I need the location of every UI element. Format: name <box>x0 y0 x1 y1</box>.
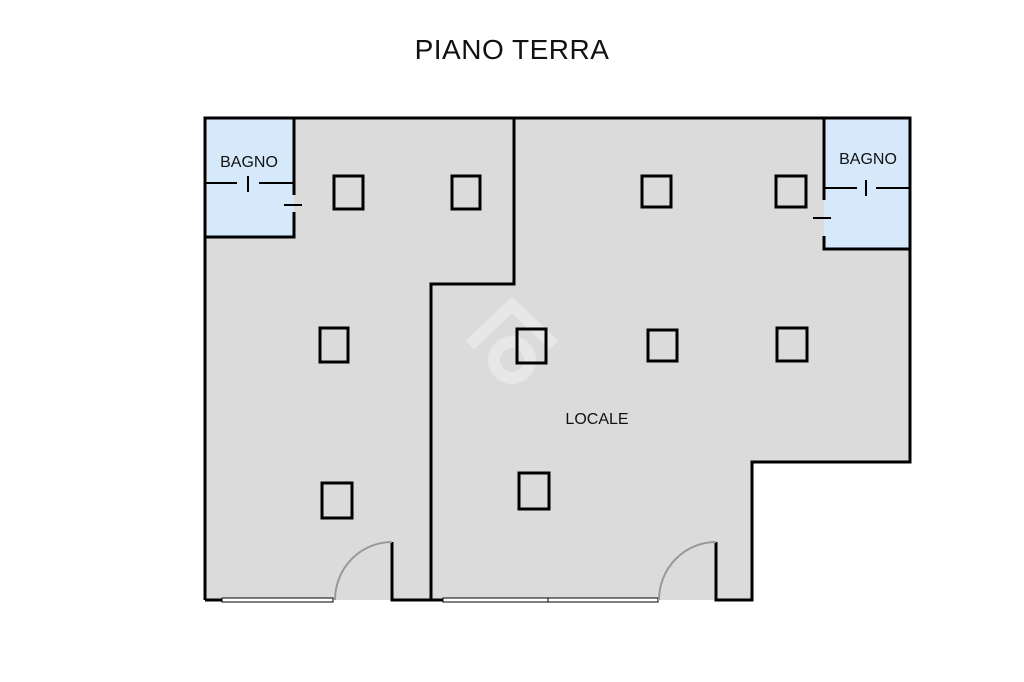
column <box>332 174 365 211</box>
column <box>774 174 808 209</box>
bathroom-left <box>205 118 294 237</box>
floor-area <box>205 118 910 600</box>
column <box>646 328 679 363</box>
column <box>450 174 482 211</box>
column <box>318 326 350 364</box>
column <box>515 327 548 365</box>
room-label-locale: LOCALE <box>565 411 628 428</box>
window <box>221 597 334 603</box>
door-swing <box>658 541 717 601</box>
window <box>442 597 549 603</box>
room-label-bagno-left: BAGNO <box>220 154 278 171</box>
door-swing <box>334 541 393 601</box>
columns <box>318 174 809 520</box>
column <box>517 471 551 511</box>
column <box>775 326 809 363</box>
column <box>320 481 354 520</box>
doors <box>334 541 717 601</box>
plan-title: PIANO TERRA <box>414 34 610 65</box>
column <box>640 174 673 209</box>
watermark-logo <box>465 296 559 384</box>
walls <box>203 116 912 602</box>
window <box>547 597 659 603</box>
room-label-bagno-right: BAGNO <box>839 151 897 168</box>
